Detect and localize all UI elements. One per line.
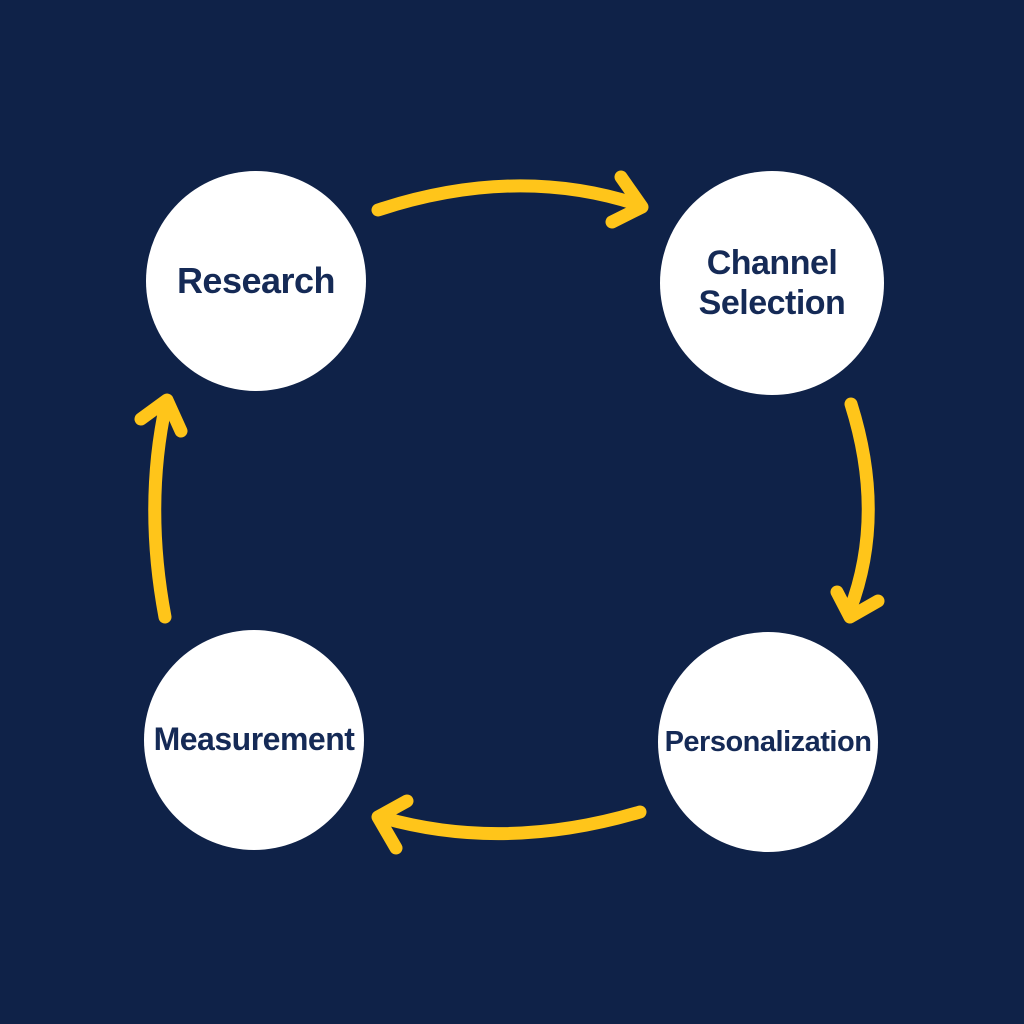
node-channel-selection-label: Channel Selection <box>698 243 846 322</box>
node-research: Research <box>146 171 366 391</box>
node-measurement: Measurement <box>144 630 364 850</box>
node-personalization: Personalization <box>658 632 878 852</box>
node-channel-selection: Channel Selection <box>660 171 884 395</box>
arrow-measurement-to-research-icon <box>134 393 188 624</box>
arrow-channel-to-personalization-icon <box>830 397 885 624</box>
node-research-label: Research <box>176 259 336 301</box>
arrow-personalization-to-measurement-icon <box>371 794 647 855</box>
node-personalization-label: Personalization <box>664 725 872 758</box>
arrow-research-to-channel-icon <box>371 170 649 229</box>
node-measurement-label: Measurement <box>153 721 355 758</box>
